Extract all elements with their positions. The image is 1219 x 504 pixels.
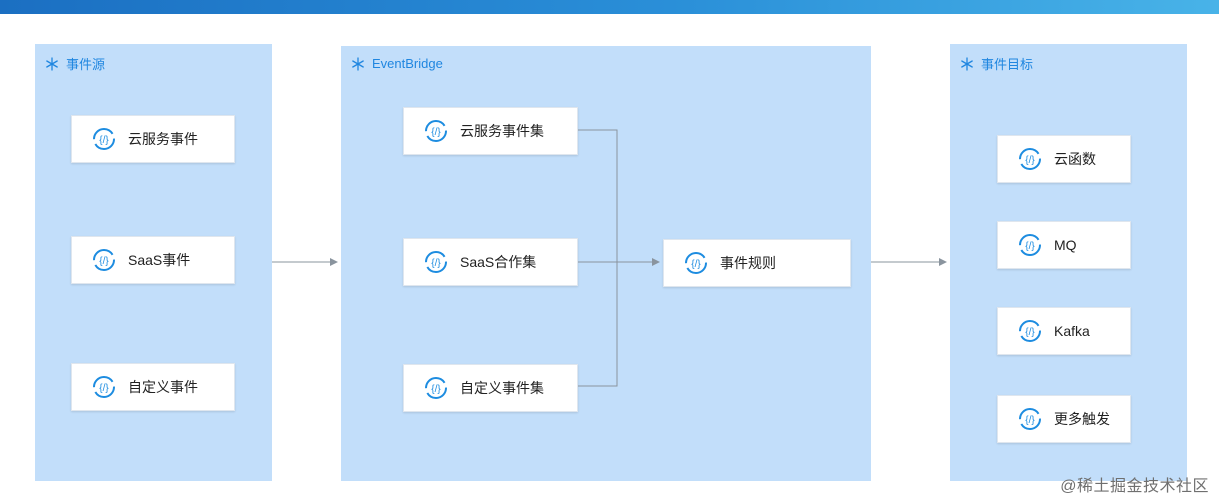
function-icon: {/}	[425, 377, 447, 399]
svg-text:{/}: {/}	[431, 127, 441, 138]
function-icon: {/}	[93, 128, 115, 150]
svg-text:{/}: {/}	[431, 258, 441, 269]
svg-text:{/}: {/}	[431, 384, 441, 395]
snowflake-icon	[46, 56, 58, 71]
svg-text:{/}: {/}	[1025, 155, 1035, 166]
svg-text:{/}: {/}	[99, 256, 109, 267]
svg-text:{/}: {/}	[1025, 415, 1035, 426]
diagram-canvas: 事件源 {/} 云服务事件 {/} SaaS事件 {/} 自定义事件	[6, 14, 1213, 504]
node-label: 自定义事件	[128, 379, 198, 395]
svg-text:{/}: {/}	[691, 259, 701, 270]
node-label: 云服务事件集	[460, 123, 544, 139]
node-cloud-service-event-set[interactable]: {/} 云服务事件集	[403, 107, 578, 155]
function-icon: {/}	[93, 376, 115, 398]
node-mq[interactable]: {/} MQ	[997, 221, 1131, 269]
node-label: MQ	[1054, 237, 1077, 253]
node-cloud-service-event[interactable]: {/} 云服务事件	[71, 115, 235, 163]
panel-title-sources: 事件源	[45, 54, 105, 73]
node-label: SaaS合作集	[460, 254, 537, 270]
function-icon: {/}	[1019, 234, 1041, 256]
node-label: Kafka	[1054, 323, 1090, 339]
function-icon: {/}	[1019, 320, 1041, 342]
panel-title-label: 事件源	[66, 57, 106, 72]
svg-text:{/}: {/}	[1025, 241, 1035, 252]
node-label: 自定义事件集	[460, 380, 544, 396]
top-strip	[0, 0, 1219, 14]
node-label: 更多触发	[1054, 411, 1110, 427]
node-more-triggers[interactable]: {/} 更多触发	[997, 395, 1131, 443]
node-custom-event-set[interactable]: {/} 自定义事件集	[403, 364, 578, 412]
panel-title-eventbridge: EventBridge	[351, 56, 443, 71]
node-label: SaaS事件	[128, 252, 191, 268]
svg-text:{/}: {/}	[99, 135, 109, 146]
svg-text:{/}: {/}	[1025, 327, 1035, 338]
node-event-rule[interactable]: {/} 事件规则	[663, 239, 851, 287]
function-icon: {/}	[425, 251, 447, 273]
node-label: 云函数	[1054, 151, 1096, 167]
function-icon: {/}	[1019, 148, 1041, 170]
panel-title-targets: 事件目标	[960, 54, 1033, 73]
node-label: 事件规则	[720, 255, 776, 271]
panel-title-label: EventBridge	[372, 56, 443, 71]
function-icon: {/}	[93, 249, 115, 271]
panel-title-label: 事件目标	[981, 57, 1034, 72]
svg-text:{/}: {/}	[99, 383, 109, 394]
node-saas-partner-set[interactable]: {/} SaaS合作集	[403, 238, 578, 286]
watermark: @稀土掘金技术社区	[1060, 478, 1209, 495]
function-icon: {/}	[425, 120, 447, 142]
node-saas-event[interactable]: {/} SaaS事件	[71, 236, 235, 284]
snowflake-icon	[961, 56, 973, 71]
snowflake-icon	[352, 56, 364, 71]
node-custom-event[interactable]: {/} 自定义事件	[71, 363, 235, 411]
function-icon: {/}	[685, 252, 707, 274]
node-label: 云服务事件	[128, 131, 198, 147]
node-kafka[interactable]: {/} Kafka	[997, 307, 1131, 355]
node-cloud-function[interactable]: {/} 云函数	[997, 135, 1131, 183]
function-icon: {/}	[1019, 408, 1041, 430]
